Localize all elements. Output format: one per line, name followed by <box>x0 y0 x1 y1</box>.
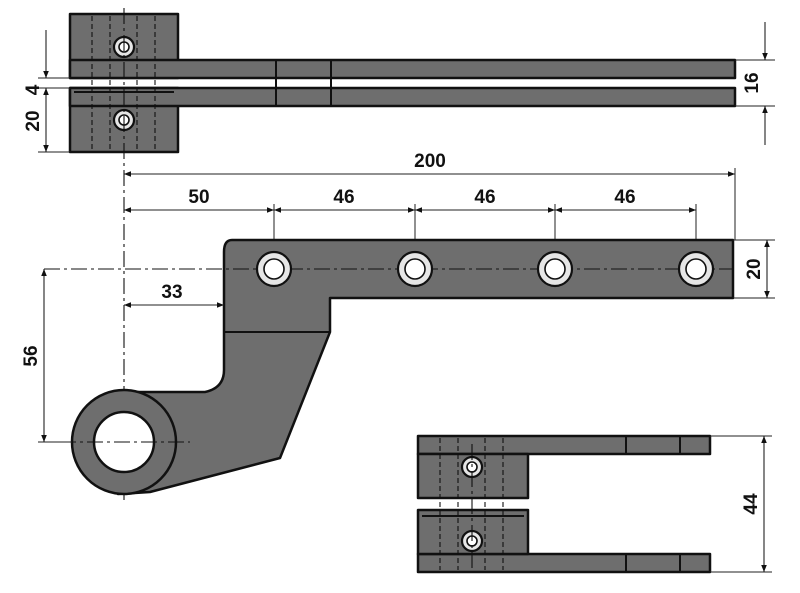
dim-total-length: 200 <box>414 151 446 172</box>
arm-body <box>116 238 735 496</box>
mounting-hole-3 <box>536 250 574 288</box>
dim-offset-vertical: 56 <box>21 345 42 366</box>
mounting-hole-1 <box>255 250 293 288</box>
dim-spacing-first: 50 <box>188 187 209 208</box>
side-view: 44 <box>416 434 772 574</box>
dim-block-height: 20 <box>23 110 44 131</box>
dim-overall-thickness: 16 <box>742 72 763 93</box>
top-lower-bar <box>68 86 737 108</box>
dim-gap-top: 4 <box>23 84 44 95</box>
front-view: 20 33 56 <box>21 238 775 496</box>
length-dimensions: 200 50 46 46 46 <box>124 151 736 252</box>
mounting-hole-4 <box>677 250 715 288</box>
dim-offset-horizontal: 33 <box>161 282 182 303</box>
dim-spacing-fourth: 46 <box>614 187 635 208</box>
top-upper-bar <box>68 58 737 80</box>
dim-spacing-third: 46 <box>474 187 495 208</box>
top-view: 4 20 16 <box>23 8 775 500</box>
dim-spacing-second: 46 <box>333 187 354 208</box>
mounting-hole-2 <box>396 250 434 288</box>
dim-bottom-height: 44 <box>741 493 762 515</box>
dim-arm-width: 20 <box>744 258 765 279</box>
